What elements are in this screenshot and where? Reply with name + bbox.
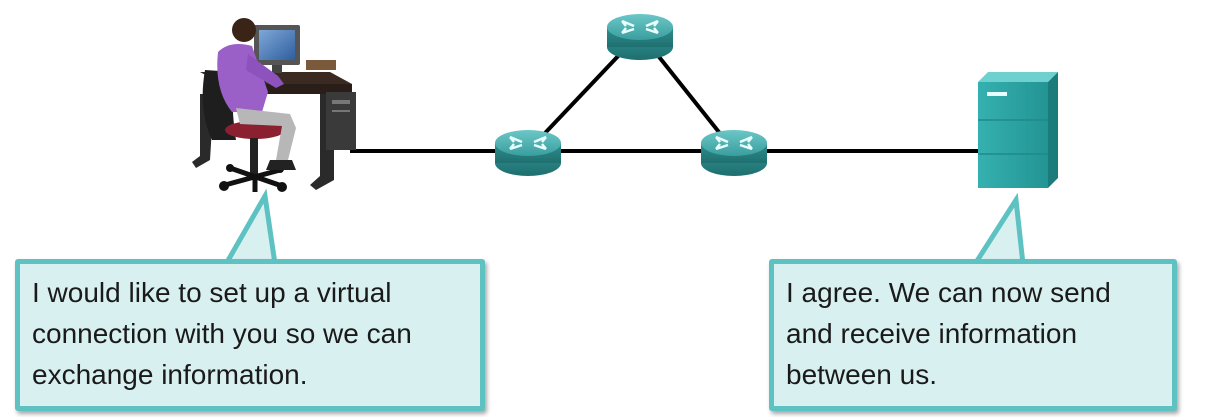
server-callout-pointer [970, 192, 1026, 267]
server-icon [978, 72, 1058, 188]
router-icon [607, 14, 673, 60]
server-callout: I agree. We can now send and receive inf… [769, 259, 1177, 411]
server-callout-line-2: and receive information [786, 318, 1078, 349]
client-callout-line-1: I would like to set up a virtual [32, 277, 392, 308]
server-callout-line-1: I agree. We can now send [786, 277, 1111, 308]
router-icon [495, 130, 561, 176]
pc-user-icon [192, 18, 356, 192]
client-callout: I would like to set up a virtual connect… [15, 259, 485, 411]
router-icon [701, 130, 767, 176]
client-callout-line-3: exchange information. [32, 359, 308, 390]
client-callout-line-2: connection with you so we can [32, 318, 412, 349]
server-callout-line-3: between us. [786, 359, 937, 390]
client-callout-pointer [221, 188, 278, 267]
